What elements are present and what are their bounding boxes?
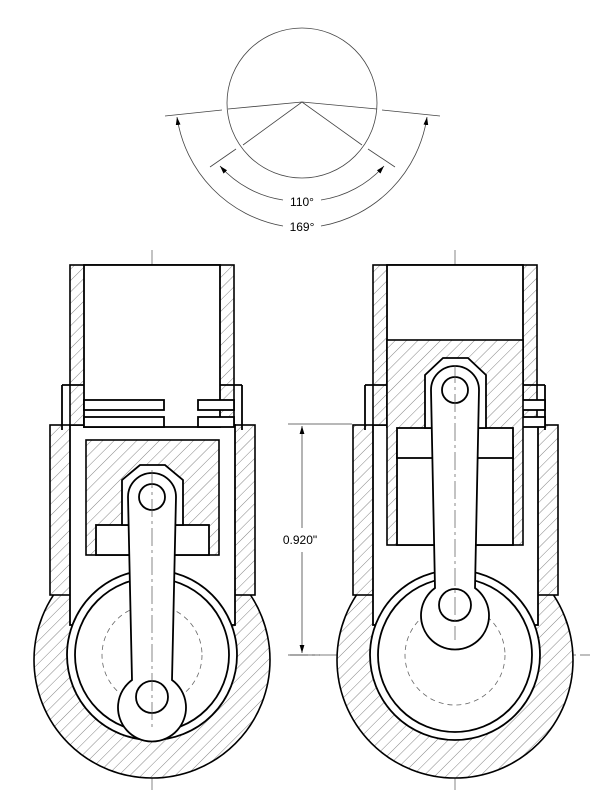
stroke-length-label: 0.920" xyxy=(283,533,317,547)
inner-angle-lines xyxy=(209,101,396,168)
outer-angle-lines xyxy=(164,101,441,117)
fin xyxy=(197,399,235,411)
outer-arc-right xyxy=(320,116,429,227)
stroke-dimension: 0.920" xyxy=(283,423,352,656)
inner-arc-right xyxy=(320,165,385,201)
connecting-rod xyxy=(420,365,490,651)
fin xyxy=(83,399,165,411)
inner-arc-left xyxy=(219,165,284,201)
left-view xyxy=(33,250,271,790)
fin xyxy=(83,416,165,428)
fin xyxy=(197,416,235,428)
connecting-rod xyxy=(117,472,187,743)
crank-circle xyxy=(226,27,378,179)
angle-diagram: 110° 169° xyxy=(164,27,441,234)
right-view xyxy=(290,250,590,790)
outer-arc-left xyxy=(175,116,284,227)
inner-angle-label: 110° xyxy=(290,195,314,209)
outer-angle-label: 169° xyxy=(290,220,315,234)
